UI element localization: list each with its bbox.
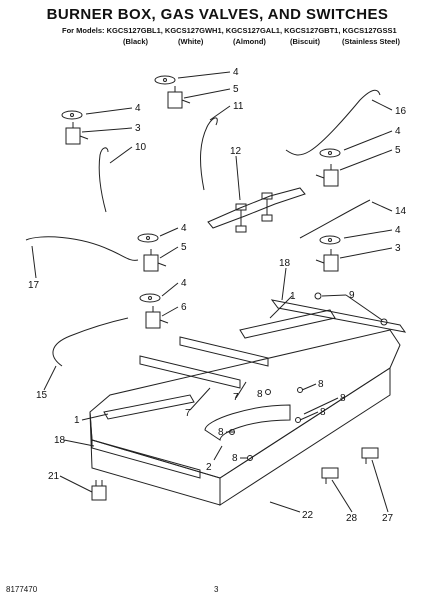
callout-4c: 4: [395, 126, 401, 137]
callout-4b: 4: [135, 103, 141, 114]
callout-5a: 5: [233, 84, 239, 95]
callout-27: 27: [382, 513, 394, 524]
color-white: (White): [178, 37, 204, 46]
callout-2: 2: [206, 462, 212, 473]
tube-14: [299, 199, 371, 239]
callout-7b: 7: [233, 392, 239, 403]
callout-4e: 4: [181, 223, 187, 234]
valve-3b: [315, 249, 339, 272]
callout-4f: 4: [181, 278, 187, 289]
side-panel-18a: [270, 299, 407, 333]
tube-15: [52, 317, 129, 367]
callout-16: 16: [395, 106, 407, 117]
page-number: 3: [214, 585, 219, 594]
screw-8b: [265, 389, 271, 395]
callout-8c: 8: [320, 407, 326, 418]
callout-8b: 8: [340, 393, 346, 404]
burner-2: [204, 404, 291, 441]
valve-5c: [143, 249, 167, 272]
callout-8f: 8: [257, 389, 263, 400]
switch-28: [321, 467, 339, 484]
gasket-4e: [319, 235, 341, 245]
part-number: 8177470: [6, 585, 38, 594]
callout-22: 22: [302, 510, 314, 521]
switch-harness-12: [207, 187, 306, 233]
callout-18b: 18: [54, 435, 66, 446]
callout-3b: 3: [395, 243, 401, 254]
screw-8c: [295, 417, 301, 423]
igniter-21: [91, 480, 107, 501]
spreader-1a: [239, 309, 336, 339]
tube-17: [25, 236, 139, 261]
callout-12: 12: [230, 146, 242, 157]
callout-21: 21: [48, 471, 60, 482]
callout-8a: 8: [318, 379, 324, 390]
callout-28: 28: [346, 513, 358, 524]
screw-8a: [297, 387, 303, 393]
valve-3a: [65, 122, 89, 145]
callout-7a: 7: [185, 408, 191, 419]
color-black: (Black): [123, 37, 149, 46]
bracket-7a: [139, 355, 241, 389]
callout-5c: 5: [181, 242, 187, 253]
gasket-4c: [319, 148, 341, 158]
tube-16: [285, 89, 381, 156]
callout-15: 15: [36, 390, 48, 401]
bracket-7b: [179, 336, 269, 367]
gasket-4d: [137, 233, 159, 243]
callout-8d: 8: [218, 427, 224, 438]
gasket-4a: [154, 75, 176, 85]
callout-11: 11: [233, 101, 244, 112]
model-list: For Models: KGCS127GBL1, KGCS127GWH1, KG…: [62, 26, 397, 35]
valve-5a: [167, 86, 191, 109]
callout-9: 9: [349, 290, 355, 301]
callout-18a: 18: [279, 258, 291, 269]
callout-1b: 1: [74, 415, 80, 426]
callout-8e: 8: [232, 453, 238, 464]
color-almond: (Almond): [233, 37, 266, 46]
gasket-4f: [139, 293, 161, 303]
burner-box-22: [89, 299, 407, 506]
callout-4a: 4: [233, 67, 239, 78]
callout-3a: 3: [135, 123, 141, 134]
callout-1a: 1: [290, 291, 296, 302]
valve-6: [145, 306, 169, 329]
screw-9b: [380, 318, 388, 326]
color-biscuit: (Biscuit): [290, 37, 320, 46]
screw-9a: [314, 292, 322, 300]
callout-17: 17: [28, 280, 40, 291]
callout-6: 6: [181, 302, 187, 313]
color-stainless: (Stainless Steel): [342, 37, 400, 46]
diagram-title: BURNER BOX, GAS VALVES, AND SWITCHES: [46, 6, 389, 23]
switch-27: [361, 447, 379, 464]
callout-4d: 4: [395, 225, 401, 236]
valve-5b: [315, 164, 339, 187]
callout-10: 10: [135, 142, 147, 153]
tube-11: [200, 117, 218, 191]
callout-5b: 5: [395, 145, 401, 156]
tube-10: [98, 147, 109, 213]
callout-14: 14: [395, 206, 407, 217]
spreader-1b: [103, 394, 195, 420]
gasket-4b: [61, 110, 83, 120]
